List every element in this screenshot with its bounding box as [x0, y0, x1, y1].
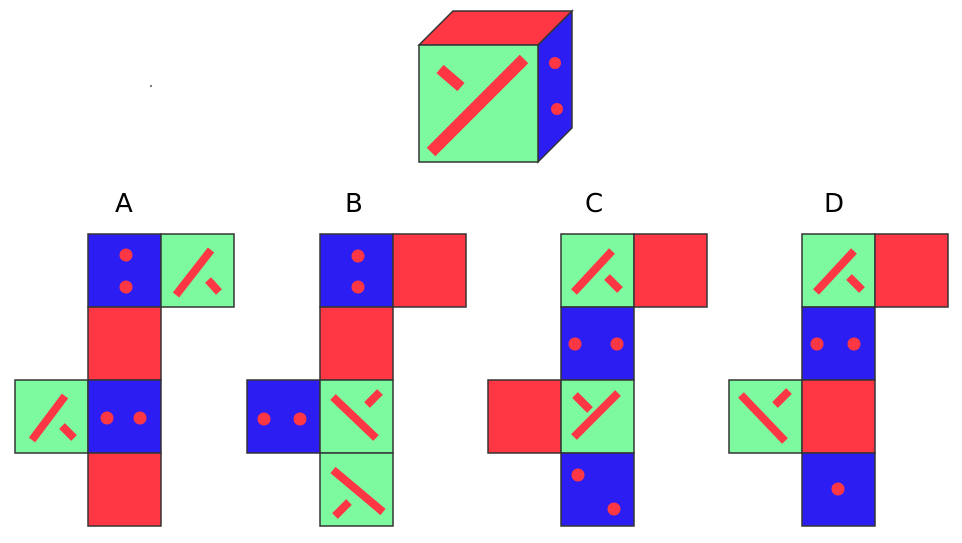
face-dot — [119, 280, 133, 294]
option-b-label: B — [345, 189, 363, 219]
face-short-bar — [364, 389, 383, 408]
option-c-label: C — [585, 189, 603, 219]
face-long-bar — [571, 248, 615, 295]
face-dot — [351, 249, 365, 263]
net-face — [801, 379, 876, 454]
face-dot — [568, 337, 582, 351]
face-short-bar — [846, 274, 865, 293]
net-face — [487, 379, 562, 454]
net-face — [87, 452, 162, 527]
net-face — [633, 233, 708, 308]
face-short-bar — [205, 277, 222, 295]
net-face — [87, 379, 162, 454]
option-a-net[interactable] — [14, 233, 235, 527]
face-long-bar — [738, 392, 788, 444]
face-short-bar — [772, 388, 792, 408]
face-long-bar — [28, 393, 69, 443]
cube-right-dot-top — [549, 57, 561, 69]
face-dot — [351, 280, 365, 294]
net-face — [87, 233, 162, 308]
option-d-net[interactable] — [728, 233, 949, 527]
option-c-net[interactable] — [487, 233, 708, 527]
reference-cube — [417, 9, 574, 164]
face-short-bar — [332, 499, 352, 519]
face-short-bar — [59, 423, 77, 441]
net-face — [319, 233, 394, 308]
face-long-bar — [330, 394, 379, 441]
option-a-label: A — [115, 189, 133, 219]
face-short-bar — [604, 274, 623, 293]
face-long-bar — [571, 390, 621, 440]
cube-front-long-bar — [426, 54, 529, 157]
face-dot — [133, 411, 147, 425]
net-face — [874, 233, 949, 308]
face-dot — [610, 337, 624, 351]
face-dot — [607, 502, 621, 516]
option-b-net[interactable] — [246, 233, 467, 527]
face-dot — [571, 468, 585, 482]
cube-front-short-bar — [436, 64, 465, 92]
net-face — [246, 379, 321, 454]
net-face — [392, 233, 467, 308]
face-dot — [100, 411, 114, 425]
face-dot — [293, 412, 307, 426]
face-dot — [847, 337, 861, 351]
face-long-bar — [330, 466, 386, 516]
net-face — [87, 306, 162, 381]
face-long-bar — [813, 248, 857, 295]
face-dot — [810, 337, 824, 351]
face-dot — [257, 412, 271, 426]
net-face — [560, 452, 635, 527]
option-d-label: D — [824, 189, 844, 219]
face-dot — [119, 248, 133, 262]
stray-dot — [150, 85, 152, 87]
net-face — [560, 233, 635, 308]
cube-right-dot-bottom — [551, 103, 563, 115]
face-dot — [831, 482, 845, 496]
face-short-bar — [572, 392, 593, 413]
net-face — [319, 306, 394, 381]
face-long-bar — [172, 247, 215, 298]
